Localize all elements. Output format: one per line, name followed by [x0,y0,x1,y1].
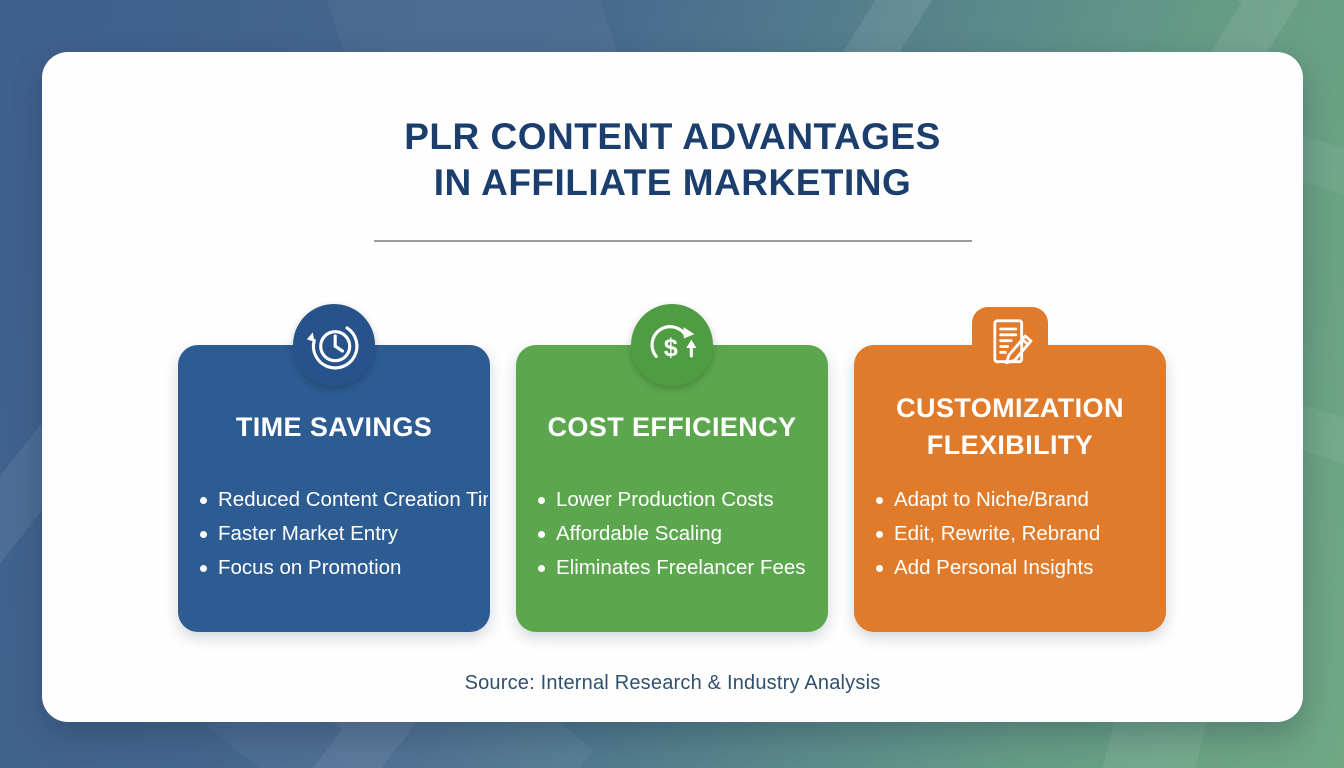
bullet-text: Eliminates Freelancer Fees [556,556,806,579]
bullet-item: Faster Market Entry [200,517,488,551]
cards-row: TIME SAVINGS Reduced Content Creation Ti… [178,304,1168,632]
bullet-text: Affordable Scaling [556,522,723,545]
card-cost-efficiency: $ COST EFFICIENCY Lower Production Costs… [516,304,828,632]
page-title-line-2: IN AFFILIATE MARKETING [433,162,912,203]
bullet-dot [876,530,883,538]
bullet-list: Adapt to Niche/Brand Edit, Rewrite, Rebr… [876,483,1164,585]
title-divider [373,240,972,242]
bullet-text: Edit, Rewrite, Rebrand [894,522,1101,545]
bullet-text: Faster Market Entry [218,522,398,545]
bullet-item: Add Personal Insights [876,551,1164,585]
card-customization-flexibility: CUSTOMIZATION FLEXIBILITY Adapt to Niche… [854,307,1166,632]
bullet-dot [200,564,207,572]
bullet-item: Adapt to Niche/Brand [876,483,1164,517]
bullet-item: Edit, Rewrite, Rebrand [876,517,1164,551]
dollar-refresh-icon: $ [643,316,701,374]
bullet-dot [876,496,883,504]
bullet-list: Lower Production Costs Affordable Scalin… [538,483,826,585]
card-title: CUSTOMIZATION FLEXIBILITY [896,393,1124,460]
svg-text:$: $ [664,334,678,362]
source-note: Source: Internal Research & Industry Ana… [464,672,881,694]
page-title: PLR CONTENT ADVANTAGES IN AFFILIATE MARK… [42,52,1303,206]
card-title: TIME SAVINGS [235,411,433,442]
bullet-text: Add Personal Insights [894,556,1094,579]
bullet-item: Eliminates Freelancer Fees [538,551,826,585]
bullet-dot [876,564,883,572]
bullet-item: Reduced Content Creation Time [200,483,488,517]
content-panel: PLR CONTENT ADVANTAGES IN AFFILIATE MARK… [42,52,1303,722]
bullet-text: Focus on Promotion [218,556,402,579]
bullet-dot [538,564,545,572]
bullet-dot [200,496,207,504]
page-title-line-1: PLR CONTENT ADVANTAGES [404,116,941,157]
card-title: COST EFFICIENCY [547,411,797,442]
bullet-dot [538,530,545,538]
clock-history-icon [305,316,363,374]
card-time-savings: TIME SAVINGS Reduced Content Creation Ti… [178,304,490,632]
bullet-text: Lower Production Costs [556,488,774,511]
cost-efficiency-icon-badge: $ [631,304,713,386]
time-savings-icon-badge [293,304,375,386]
document-pencil-icon [982,315,1038,371]
bullet-dot [538,496,545,504]
bullet-text: Adapt to Niche/Brand [894,488,1089,511]
bullet-dot [200,530,207,538]
bullet-item: Focus on Promotion [200,551,488,585]
bullet-list: Reduced Content Creation Time Faster Mar… [200,483,488,585]
customization-icon-badge [972,307,1048,387]
bullet-item: Affordable Scaling [538,517,826,551]
bullet-item: Lower Production Costs [538,483,826,517]
bullet-text: Reduced Content Creation Time [218,488,488,511]
